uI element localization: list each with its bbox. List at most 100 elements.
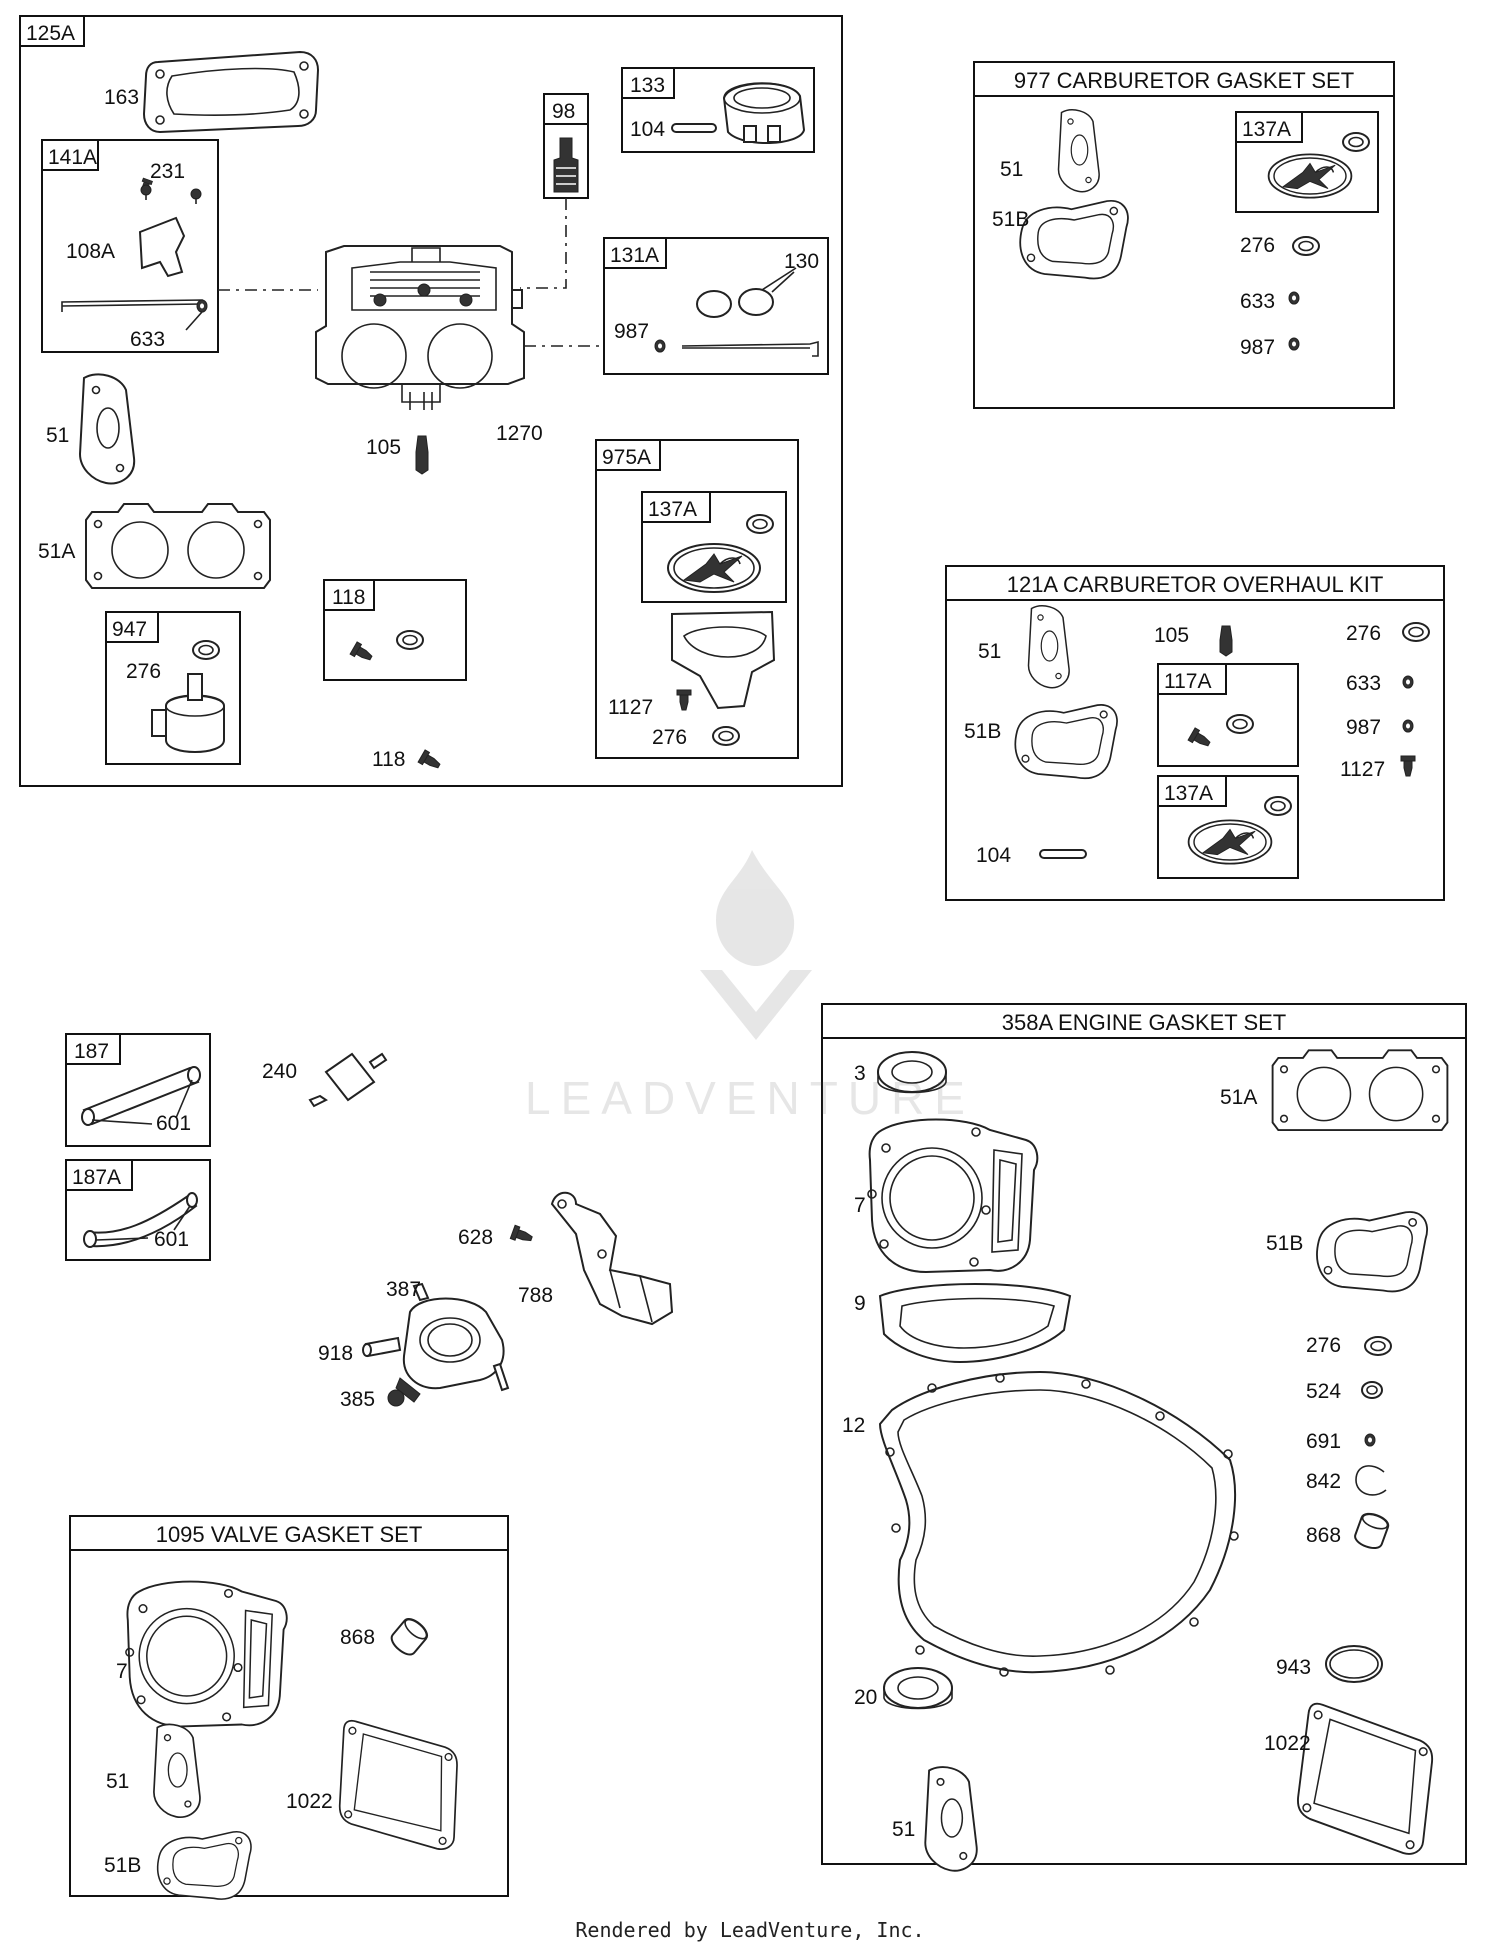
label-105: 105	[366, 436, 401, 459]
subkit-131a: 131A 130 987	[603, 237, 829, 375]
tag-137a-975: 137A	[648, 498, 697, 521]
footer-credit: Rendered by LeadVenture, Inc.	[575, 1918, 925, 1942]
label-943: 943	[1276, 1656, 1311, 1679]
label-276-358: 276	[1306, 1334, 1341, 1357]
label-633-977: 633	[1240, 290, 1275, 313]
label-633-121: 633	[1346, 672, 1381, 695]
tag-117a: 117A	[1164, 670, 1212, 693]
label-1270: 1270	[496, 422, 543, 445]
tag-137a-121: 137A	[1164, 782, 1213, 805]
subkit-133-float: 133 104	[621, 67, 815, 153]
tag-125a: 125A	[26, 22, 75, 45]
label-868-358: 868	[1306, 1524, 1341, 1547]
label-1127: 1127	[608, 696, 653, 719]
part-51-gasket	[79, 373, 136, 485]
label-276-977: 276	[1240, 234, 1275, 257]
fuel-filter-240	[308, 1052, 388, 1108]
part-51a-gasket	[85, 503, 271, 589]
label-7-1095: 7	[116, 1660, 128, 1683]
label-987-977: 987	[1240, 336, 1275, 359]
fuel-system: 187 601 187A 601 240	[65, 1033, 674, 1411]
label-385: 385	[340, 1388, 375, 1411]
tag-975a: 975A	[602, 446, 651, 469]
title-121a: 121A CARBURETOR OVERHAUL KIT	[1007, 572, 1384, 597]
label-276-121: 276	[1346, 622, 1381, 645]
label-1022-358: 1022	[1264, 1732, 1311, 1755]
label-387: 387	[386, 1278, 421, 1301]
tag-187: 187	[74, 1040, 109, 1063]
tag-118: 118	[332, 586, 365, 609]
label-240: 240	[262, 1060, 297, 1083]
label-276-975: 276	[652, 726, 687, 749]
label-601-187: 601	[156, 1112, 191, 1135]
subkit-141a: 141A 231 108A 633	[41, 139, 219, 353]
tag-141a: 141A	[48, 146, 97, 169]
label-105-121: 105	[1154, 624, 1189, 647]
label-842: 842	[1306, 1470, 1341, 1493]
kit-1095: 1095 VALVE GASKET SET 7 868 51 1022 51B	[69, 1515, 509, 1900]
label-51a: 51A	[38, 540, 75, 563]
watermark-text: LEADVENTURE	[525, 1072, 975, 1124]
label-51-977: 51	[1000, 158, 1023, 181]
label-987-121: 987	[1346, 716, 1381, 739]
label-104: 104	[630, 118, 665, 141]
label-118b: 118	[372, 748, 405, 771]
subkit-118: 118	[323, 579, 467, 681]
label-130: 130	[784, 250, 819, 273]
label-51b-977: 51B	[992, 208, 1029, 231]
part-98-needle: 98	[543, 93, 589, 199]
label-1127-121: 1127	[1340, 758, 1385, 781]
title-358a: 358A ENGINE GASKET SET	[1002, 1010, 1287, 1035]
label-524: 524	[1306, 1380, 1341, 1403]
label-51-358: 51	[892, 1818, 915, 1841]
kit-121a: 121A CARBURETOR OVERHAUL KIT 51 105 276 …	[945, 565, 1445, 901]
label-51b-1095: 51B	[104, 1854, 141, 1877]
tag-133: 133	[630, 74, 665, 97]
label-231: 231	[150, 160, 185, 183]
plate-108a	[138, 216, 186, 278]
label-276: 276	[126, 660, 161, 683]
bracket-788	[550, 1191, 674, 1326]
label-3: 3	[854, 1062, 866, 1085]
fuel-line-187a	[83, 1192, 198, 1248]
label-51b-121: 51B	[964, 720, 1001, 743]
tag-187a: 187A	[72, 1166, 121, 1189]
part-9-gasket	[878, 1283, 1072, 1364]
title-977: 977 CARBURETOR GASKET SET	[1014, 68, 1354, 93]
kit-977: 977 CARBURETOR GASKET SET 51 51B 137A 27…	[973, 61, 1395, 409]
title-1095: 1095 VALVE GASKET SET	[156, 1522, 423, 1547]
tag-947: 947	[112, 618, 147, 641]
label-51-1095: 51	[106, 1770, 129, 1793]
part-118-screw	[417, 749, 443, 773]
label-691: 691	[1306, 1430, 1341, 1453]
label-163: 163	[104, 86, 139, 109]
label-51: 51	[46, 424, 69, 447]
label-918: 918	[318, 1342, 353, 1365]
label-7-358: 7	[854, 1194, 866, 1217]
label-51b-358: 51B	[1266, 1232, 1303, 1255]
tag-137a-977: 137A	[1242, 118, 1291, 141]
screw-385	[387, 1377, 421, 1407]
label-1022-1095: 1022	[286, 1790, 333, 1813]
part-12-crankcase-gasket	[878, 1370, 1239, 1677]
label-987: 987	[614, 320, 649, 343]
label-9: 9	[854, 1292, 866, 1315]
pin-918	[362, 1336, 402, 1358]
label-633: 633	[130, 328, 165, 351]
part-163-gasket	[142, 50, 320, 134]
label-601-187a: 601	[154, 1228, 189, 1251]
label-20: 20	[854, 1686, 877, 1709]
assembly-125a: 125A 163 141A 231 108A 633	[19, 15, 843, 787]
label-104-121: 104	[976, 844, 1011, 867]
label-51-121: 51	[978, 640, 1001, 663]
tag-98: 98	[552, 100, 575, 123]
kit-358a: 358A ENGINE GASKET SET 3 51A 7 51B 9 276…	[821, 1003, 1467, 1872]
label-108a: 108A	[66, 240, 115, 263]
label-51a-358: 51A	[1220, 1086, 1257, 1109]
fuel-line-187	[81, 1066, 201, 1126]
part-105-needle	[415, 435, 429, 475]
fuel-pump-387	[402, 1282, 510, 1392]
leader-lines	[218, 198, 604, 347]
carburetor-body	[315, 245, 525, 410]
watermark: LEADVENTURE	[525, 850, 975, 1124]
